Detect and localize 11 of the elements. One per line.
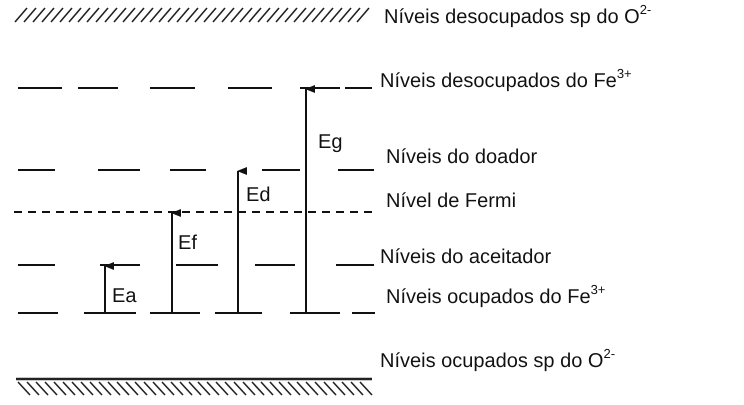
level-label: Níveis ocupados sp do O$^{2-}$ xyxy=(380,350,616,372)
gap-label: Eg xyxy=(318,131,342,153)
gap-label: Ed xyxy=(246,184,270,206)
level-label: Nível de Fermi xyxy=(386,190,516,212)
level-label: Níveis ocupados do Fe$^{3+}$ xyxy=(386,286,606,308)
level-label: Níveis do doador xyxy=(386,146,538,168)
gap-label: Ea xyxy=(112,285,136,307)
level-label: Níveis do aceitador xyxy=(380,246,552,268)
gap-label: Ef xyxy=(178,232,197,254)
level-label: Níveis desocupados do Fe$^{3+}$ xyxy=(380,70,632,92)
level-label: Níveis desocupados sp do O$^{2-}$ xyxy=(384,6,652,28)
